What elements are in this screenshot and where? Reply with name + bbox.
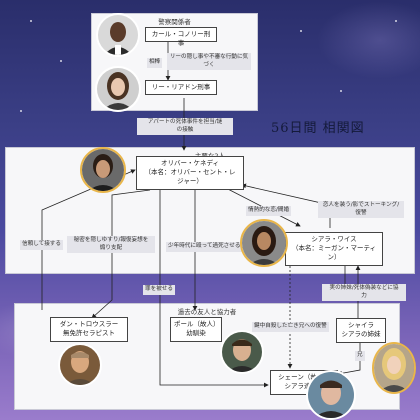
node-paul[interactable]: ポール（故人） 幼馴染 <box>170 317 222 342</box>
portrait-icon <box>60 345 100 385</box>
label-sister-line1: 実の姉妹/死体偽装などに協 <box>329 285 399 291</box>
node-oliver[interactable]: オリバー・ケネディ （本名：オリバー・セント・レ ジャー） <box>136 156 244 190</box>
ciara-realname: （本名：ミーガン・マーティ <box>291 244 377 252</box>
node-shaira[interactable]: シャイラ シアラの姉妹 <box>336 318 386 343</box>
star <box>60 60 62 62</box>
label-love: 情熱的な恋/間婚 <box>246 206 292 216</box>
label-revenge: 鍵中自殺した亡き兄への復讐 <box>252 322 329 332</box>
label-investigate: アパートの死体事件を担当/謎 の接触 <box>137 118 233 135</box>
node-ciara[interactable]: シアラ・ワイス （本名：ミーガン・マーティ ン） <box>285 232 383 266</box>
police-panel-title: 警察関係者 <box>158 18 191 26</box>
ciara-name: シアラ・ワイス <box>311 235 357 243</box>
paul-photo <box>220 330 264 374</box>
shane-name: シェーン（故人） <box>278 373 330 381</box>
ciara-realname-cont: ン） <box>327 253 341 261</box>
label-partner: 相棒 <box>147 58 163 68</box>
label-sister-line2: 力 <box>361 292 367 299</box>
label-karl-lee: リーの隠し事や不審な行動に気 づく <box>167 53 251 70</box>
portrait-icon <box>82 149 124 191</box>
label-secret: 秘密を隠しゆすり/報復妄想を 煽り支配 <box>67 236 155 253</box>
shane-role: シアラ達の兄 <box>284 382 324 390</box>
label-investigate-line1: アパートの死体事件を担当/謎 <box>147 119 223 125</box>
label-crime: 罪を被せる <box>143 285 175 295</box>
karl-name: カール・コノリー刑事 <box>151 30 211 47</box>
oliver-photo <box>80 147 126 193</box>
karl-photo <box>96 13 140 57</box>
label-therapy: 信頼して接する <box>20 240 63 250</box>
lee-name: リー・リアドン刑事 <box>151 83 211 91</box>
dan-name: ダン・トロウスラー <box>59 320 119 328</box>
star <box>395 20 397 22</box>
label-sister: 実の姉妹/死体偽装などに協 力 <box>322 284 406 301</box>
portrait-icon <box>242 221 286 265</box>
shaira-role: シアラの姉妹 <box>341 330 381 338</box>
oliver-realname: （本名：オリバー・セント・レ <box>144 168 236 176</box>
lee-photo <box>95 66 141 112</box>
ciara-photo <box>240 219 288 267</box>
portrait-icon <box>374 344 414 392</box>
label-childhood: 少年時代に殴って過死させる <box>166 242 243 252</box>
label-stalk-line1: 恋人を装う/影でストーキング/ <box>322 202 400 208</box>
shaira-name: シャイラ <box>348 321 374 329</box>
portrait-icon <box>98 15 138 55</box>
label-secret-line1: 秘密を隠しゆすり/報復妄想を <box>73 237 149 243</box>
node-karl[interactable]: カール・コノリー刑事 <box>145 27 217 47</box>
star <box>20 110 22 112</box>
dan-photo <box>58 343 102 387</box>
portrait-icon <box>222 332 262 372</box>
portrait-icon <box>308 372 354 418</box>
label-investigate-line2: の接触 <box>176 126 194 133</box>
oliver-name: オリバー・ケネディ <box>160 159 220 167</box>
label-secret-line2: 煽り支配 <box>99 244 123 251</box>
label-karl-lee-line2: づく <box>203 61 215 68</box>
dan-role: 無免許セラピスト <box>63 329 115 337</box>
label-stalk-line2: 復讐 <box>355 209 367 216</box>
past-panel-title: 過去の友人と協力者 <box>177 308 237 316</box>
node-lee[interactable]: リー・リアドン刑事 <box>145 80 217 95</box>
oliver-realname-cont: ジャー） <box>177 177 203 185</box>
node-dan[interactable]: ダン・トロウスラー 無免許セラピスト <box>50 317 128 342</box>
star <box>300 30 302 32</box>
star <box>340 90 342 92</box>
label-stalk: 恋人を装う/影でストーキング/ 復讐 <box>318 201 404 218</box>
star <box>30 20 32 22</box>
label-karl-lee-line1: リーの隠し事や不審な行動に気 <box>169 54 249 60</box>
paul-role: 幼馴染 <box>186 329 206 337</box>
portrait-icon <box>97 68 139 110</box>
shaira-photo <box>372 342 416 394</box>
page-title: 56日間 相関図 <box>271 121 365 136</box>
paul-name: ポール（故人） <box>174 320 220 328</box>
shane-photo <box>306 370 356 420</box>
label-sibling: 兄 <box>355 351 365 361</box>
